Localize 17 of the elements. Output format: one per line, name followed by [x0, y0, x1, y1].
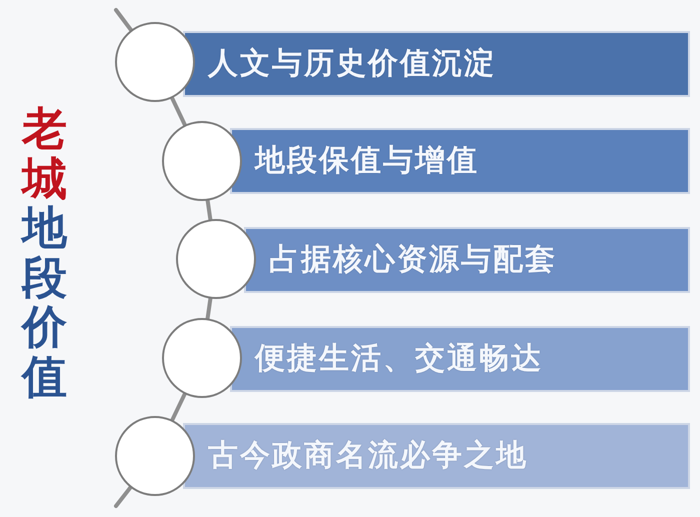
item-text: 古今政商名流必争之地	[208, 438, 528, 474]
connector-line	[170, 96, 187, 127]
banner-bar	[230, 128, 690, 194]
banner-bar	[244, 227, 690, 293]
connector-line	[206, 198, 212, 222]
item-text: 人文与历史价值沉淀	[208, 46, 496, 82]
connector-line	[206, 296, 212, 320]
banner-bar	[230, 326, 690, 392]
item-text: 地段保值与增值	[255, 143, 479, 179]
vertical-title: 老城地段价值	[22, 104, 67, 401]
connector-line	[114, 486, 132, 508]
item-text: 占据核心资源与配套	[269, 242, 557, 278]
banner-bar	[183, 423, 690, 489]
connector-line	[170, 392, 187, 422]
connector-line	[114, 8, 133, 32]
item-text: 便捷生活、交通畅达	[255, 341, 543, 377]
banner-bar	[183, 31, 690, 97]
